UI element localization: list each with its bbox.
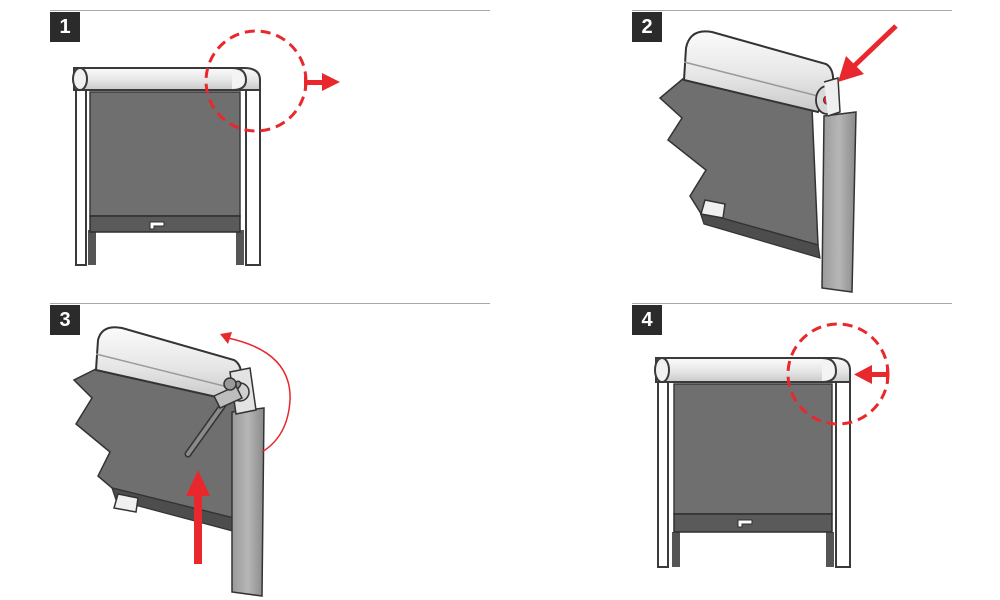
handle-icon: [737, 519, 753, 528]
arrow-right-icon: [304, 73, 340, 91]
cassette: [655, 357, 851, 383]
blind-fabric: [89, 91, 241, 217]
bottom-bar: [673, 513, 833, 533]
side-rail: [821, 111, 857, 293]
frame-left-post: [75, 79, 87, 266]
crank-tool-icon: [184, 377, 244, 458]
cassette-end-left: [72, 67, 88, 91]
frame-left-post: [657, 369, 669, 568]
step-1-badge: 1: [50, 12, 80, 42]
arrow-left-icon: [854, 365, 889, 384]
bottom-bar: [89, 215, 241, 233]
arrow-diagonal-icon: [838, 24, 898, 82]
arrow-up-icon: [186, 470, 210, 564]
handle-icon: [113, 493, 139, 513]
step-4-badge: 4: [632, 305, 662, 335]
divider-top-left: [50, 10, 490, 11]
step-2-badge: 2: [632, 12, 662, 42]
divider-middle-left: [50, 303, 490, 304]
side-rail: [231, 407, 265, 597]
bottom-bar: [699, 211, 821, 259]
handle-icon: [700, 199, 726, 219]
step-2-illustration: [658, 24, 898, 293]
frame-lower-strip-right: [826, 532, 834, 567]
step-1-illustration: [72, 29, 340, 266]
frame-lower-strip-right: [236, 230, 244, 265]
blind-fabric: [673, 383, 833, 515]
step-3-illustration: [72, 326, 291, 597]
step-4-illustration: [654, 322, 890, 568]
step-3-badge: 3: [50, 305, 80, 335]
handle-icon: [149, 221, 165, 230]
cassette-end-left: [654, 357, 670, 383]
blind-fabric: [658, 77, 819, 247]
frame-lower-strip-left: [672, 532, 680, 567]
end-cap: [821, 357, 838, 383]
curved-arrow-icon: [220, 332, 291, 453]
divider-middle-right: [632, 303, 952, 304]
cassette: [73, 67, 261, 91]
divider-top-right: [632, 10, 952, 11]
frame-right-post: [245, 79, 261, 266]
frame-lower-strip-left: [88, 230, 96, 265]
end-cap: [231, 67, 248, 91]
frame-right-post: [835, 369, 851, 568]
